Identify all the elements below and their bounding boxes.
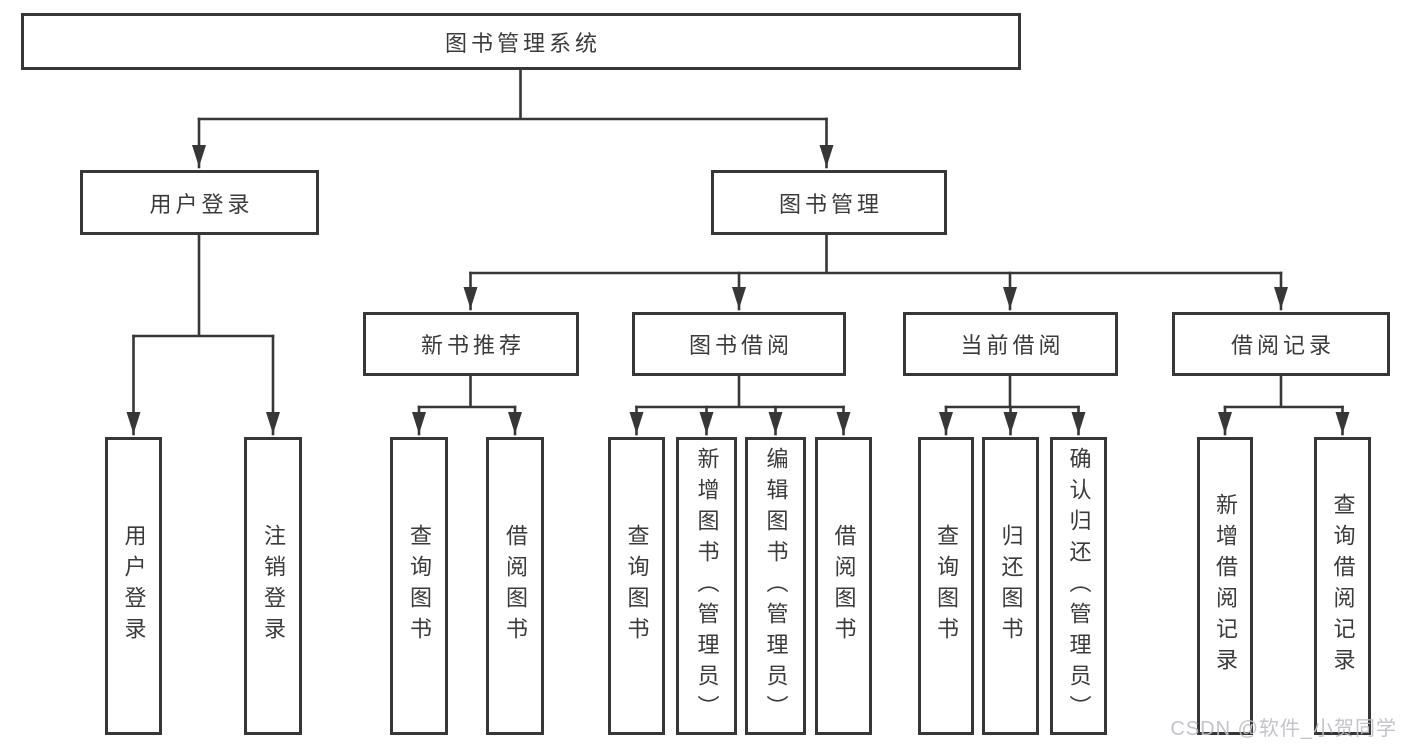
connector-root-split	[197, 67, 828, 121]
leaf-borrow-books-recommend-label: 借阅图书	[503, 524, 528, 648]
connector-book-borrow-split	[635, 374, 845, 409]
node-user-login: 用户登录	[80, 170, 319, 235]
leaf-query-borrow-record-label: 查询借阅记录	[1330, 493, 1356, 679]
leaf-confirm-return-admin-label: 确认归还（管理员）	[1066, 446, 1092, 726]
node-book-management: 图书管理	[711, 170, 947, 235]
csdn-watermark: CSDN @软件_小贺同学	[1170, 718, 1397, 740]
leaf-add-borrow-record-label: 新增借阅记录	[1213, 493, 1238, 679]
leaf-query-books-current: 查询图书	[918, 437, 974, 735]
leaf-borrow-books: 借阅图书	[815, 437, 872, 735]
node-current-borrow: 当前借阅	[903, 312, 1118, 376]
leaf-logout-label: 注销登录	[261, 524, 286, 648]
connector-user-login-split	[132, 233, 275, 338]
connector-new-book-split	[417, 374, 517, 409]
leaf-query-books-current-label: 查询图书	[934, 524, 959, 648]
leaf-edit-books-admin: 编辑图书（管理员）	[745, 437, 806, 735]
leaf-query-borrow-record: 查询借阅记录	[1314, 437, 1371, 735]
node-borrow-records: 借阅记录	[1172, 312, 1390, 376]
leaf-query-books-borrow: 查询图书	[608, 437, 665, 735]
leaf-user-login: 用户登录	[105, 437, 162, 735]
node-new-book-recommend: 新书推荐	[363, 312, 579, 376]
connector-current-borrow-split	[944, 374, 1080, 409]
leaf-add-borrow-record: 新增借阅记录	[1197, 437, 1253, 735]
node-root-system: 图书管理系统	[21, 13, 1021, 70]
connector-book-mgmt-split	[469, 233, 1283, 275]
connector-borrow-records-split	[1223, 374, 1344, 409]
leaf-borrow-books-recommend: 借阅图书	[486, 437, 544, 735]
node-book-borrow: 图书借阅	[632, 312, 846, 376]
leaf-add-books-admin: 新增图书（管理员）	[676, 437, 737, 735]
leaf-add-books-admin-label: 新增图书（管理员）	[694, 446, 720, 726]
leaf-query-books-recommend-label: 查询图书	[407, 524, 432, 648]
leaf-edit-books-admin-label: 编辑图书（管理员）	[763, 446, 789, 726]
leaf-confirm-return-admin: 确认归还（管理员）	[1050, 437, 1107, 735]
leaf-query-books-borrow-label: 查询图书	[624, 524, 650, 648]
leaf-return-books-label: 归还图书	[998, 524, 1024, 648]
leaf-query-books-recommend: 查询图书	[390, 437, 448, 735]
leaf-user-login-label: 用户登录	[121, 524, 147, 648]
leaf-return-books: 归还图书	[982, 437, 1039, 735]
leaf-borrow-books-label: 借阅图书	[831, 524, 857, 648]
leaf-logout: 注销登录	[244, 437, 302, 735]
